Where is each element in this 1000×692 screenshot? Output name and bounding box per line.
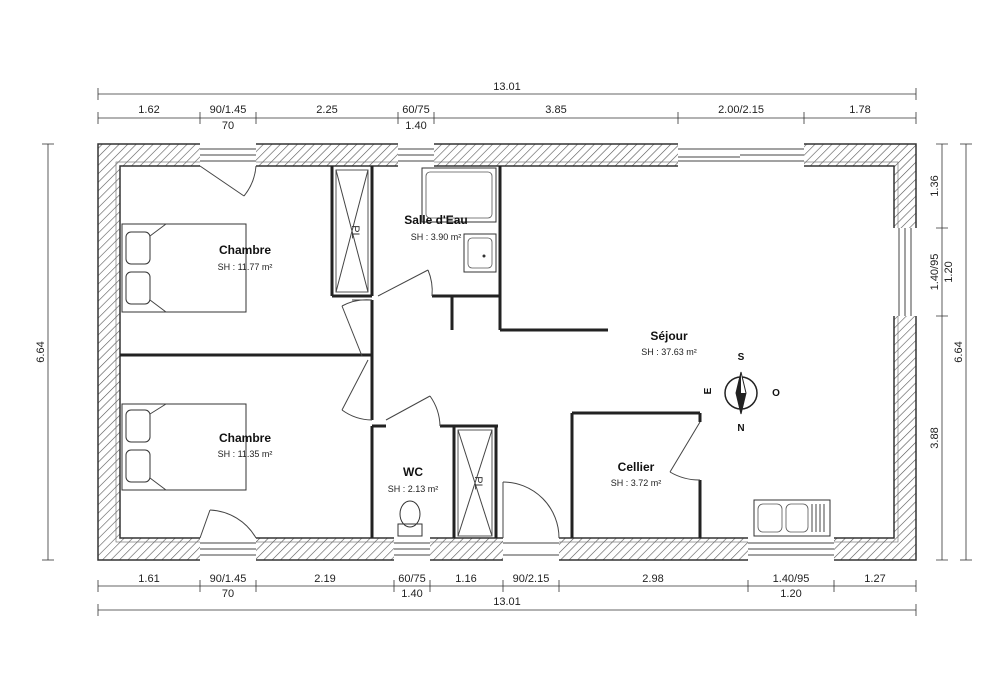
room-chambre-2: Chambre SH : 11.35 m² bbox=[218, 431, 273, 459]
dimension-top: 13.01 1.62 90/1.45 2.25 60/75 3.85 2.00/… bbox=[97, 81, 917, 132]
closet-label: PL bbox=[349, 225, 361, 238]
compass-icon: S O N E bbox=[703, 352, 780, 434]
room-area: SH : 3.90 m² bbox=[411, 232, 462, 242]
dim-bottom-sub: 70 bbox=[222, 588, 234, 600]
compass-south: S bbox=[738, 352, 745, 363]
closet-label: PL bbox=[472, 476, 484, 489]
room-area: SH : 2.13 m² bbox=[388, 484, 439, 494]
dim-bottom: 2.19 bbox=[314, 573, 335, 585]
dim-bottom: 1.40/95 bbox=[773, 573, 810, 585]
room-sejour: Séjour SH : 37.63 m² bbox=[641, 329, 697, 357]
dimension-right: 1.36 1.40/95 3.88 1.20 6.64 bbox=[929, 143, 972, 561]
room-salle-eau: Salle d'Eau SH : 3.90 m² bbox=[404, 213, 468, 242]
dim-right: 1.36 bbox=[929, 175, 941, 196]
room-area: SH : 11.77 m² bbox=[218, 262, 273, 272]
dim-top-total: 13.01 bbox=[493, 81, 521, 93]
dim-left-total: 6.64 bbox=[35, 341, 47, 362]
dim-right: 1.40/95 bbox=[929, 254, 941, 291]
dim-top-sub: 70 bbox=[222, 120, 234, 132]
dim-top: 2.25 bbox=[316, 104, 337, 116]
dim-right: 3.88 bbox=[929, 427, 941, 448]
dim-right-total: 6.64 bbox=[953, 341, 965, 362]
kitchen-sink bbox=[753, 499, 831, 537]
dim-top-sub: 1.40 bbox=[405, 120, 426, 132]
wall-openings bbox=[200, 143, 917, 561]
dim-top: 3.85 bbox=[545, 104, 566, 116]
dim-bottom: 1.27 bbox=[864, 573, 885, 585]
room-wc: WC SH : 2.13 m² bbox=[388, 465, 439, 494]
compass-east: E bbox=[703, 387, 714, 394]
dim-top: 1.78 bbox=[849, 104, 870, 116]
room-area: SH : 3.72 m² bbox=[611, 478, 662, 488]
dim-bottom: 60/75 bbox=[398, 573, 426, 585]
room-cellier: Cellier SH : 3.72 m² bbox=[611, 460, 662, 488]
shower bbox=[421, 167, 497, 223]
room-name: Cellier bbox=[618, 460, 655, 474]
dim-top: 2.00/2.15 bbox=[718, 104, 764, 116]
dim-bottom: 2.98 bbox=[642, 573, 663, 585]
dim-right-sub: 1.20 bbox=[943, 261, 955, 282]
dim-bottom: 90/1.45 bbox=[210, 573, 247, 585]
dimension-left: 6.64 bbox=[35, 143, 54, 561]
compass-north: N bbox=[737, 423, 744, 434]
room-name: Séjour bbox=[650, 329, 688, 343]
room-name: Chambre bbox=[219, 431, 271, 445]
dim-bottom: 90/2.15 bbox=[513, 573, 550, 585]
room-area: SH : 11.35 m² bbox=[218, 449, 273, 459]
dim-bottom-sub: 1.20 bbox=[780, 588, 801, 600]
room-chambre-1: Chambre SH : 11.77 m² bbox=[218, 243, 273, 272]
washbasin bbox=[463, 233, 497, 273]
dim-bottom-sub: 1.40 bbox=[401, 588, 422, 600]
room-name: Salle d'Eau bbox=[404, 213, 468, 227]
closet-2: PL bbox=[457, 429, 493, 537]
dim-bottom-total: 13.01 bbox=[493, 596, 521, 608]
room-name: Chambre bbox=[219, 243, 271, 257]
dim-bottom: 1.16 bbox=[455, 573, 476, 585]
bed-2 bbox=[121, 403, 247, 491]
closet-1: PL bbox=[335, 169, 369, 293]
room-area: SH : 37.63 m² bbox=[641, 347, 697, 357]
room-name: WC bbox=[403, 465, 423, 479]
toilet bbox=[397, 500, 423, 537]
dim-top: 1.62 bbox=[138, 104, 159, 116]
dim-top: 60/75 bbox=[402, 104, 430, 116]
compass-west: O bbox=[772, 388, 780, 399]
doors bbox=[199, 165, 701, 539]
dimension-bottom: 1.61 90/1.45 2.19 60/75 1.16 90/2.15 2.9… bbox=[97, 573, 917, 616]
interior-walls bbox=[120, 166, 702, 538]
dim-top: 90/1.45 bbox=[210, 104, 247, 116]
dim-bottom: 1.61 bbox=[138, 573, 159, 585]
exterior-walls bbox=[97, 143, 917, 561]
bed-1 bbox=[121, 223, 247, 313]
